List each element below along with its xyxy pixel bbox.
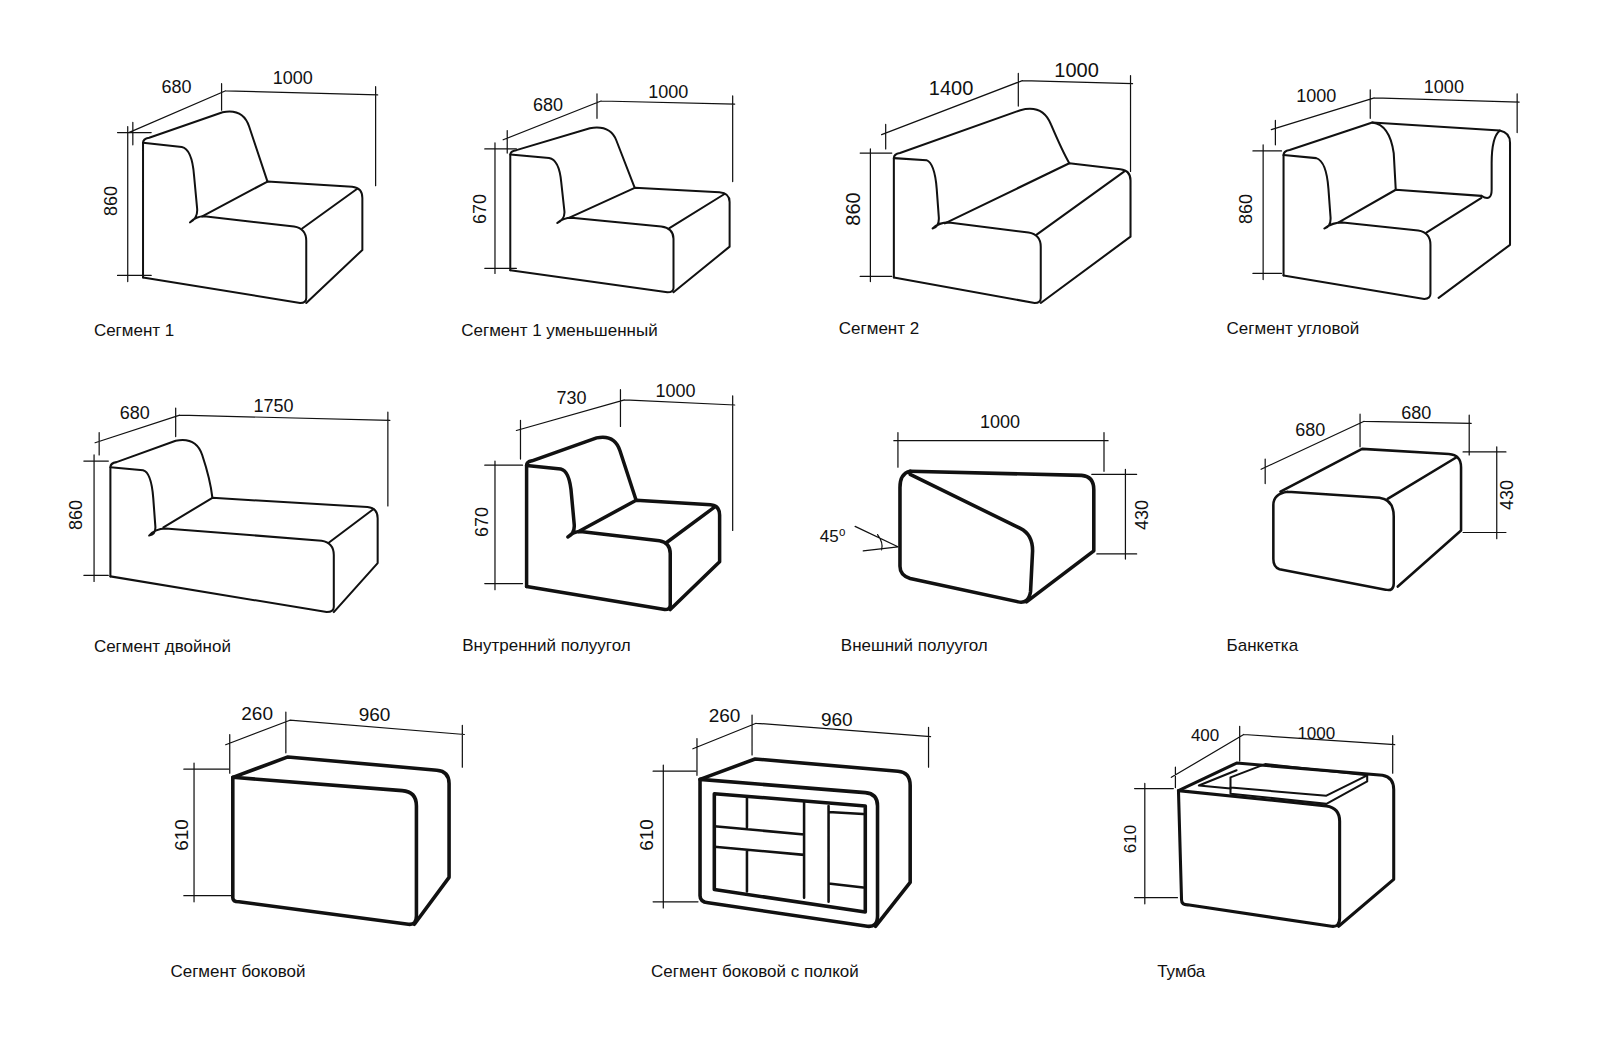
part-name: Сегмент 2 [839, 319, 919, 338]
dimension-label: 860 [102, 186, 122, 216]
dimension-label: 1000 [655, 382, 695, 402]
dimension-lines [485, 94, 735, 274]
dimension-label: 1400 [929, 77, 974, 99]
sofa-segment [1273, 449, 1461, 590]
dimension-label: 1000 [1297, 724, 1335, 743]
sofa-segment [900, 471, 1094, 602]
dimension-label: 430 [1498, 480, 1518, 510]
dimension-lines [118, 84, 378, 282]
dimension-label: 400 [1191, 726, 1219, 745]
sofa-segment [110, 440, 377, 612]
dimension-lines [1261, 414, 1506, 538]
part-name: Внешний полуугол [841, 637, 988, 656]
dimension-label: 680 [1295, 421, 1325, 441]
dimension-lines [855, 433, 1137, 559]
sofa-segment [700, 759, 910, 926]
dimension-label: 610 [636, 819, 657, 851]
part-name: Внутренний полуугол [462, 637, 630, 656]
dimension-label: 610 [1121, 825, 1140, 853]
dimension-label: 610 [171, 819, 192, 851]
part-name: Сегмент двойной [94, 638, 231, 657]
dimension-label: 45⁰ [820, 527, 846, 546]
dimension-label: 1000 [273, 69, 313, 89]
dimension-label: 860 [842, 192, 864, 225]
dimension-lines [184, 712, 465, 902]
dimension-label: 680 [533, 96, 563, 116]
dimension-lines [1253, 90, 1519, 280]
dimension-label: 1000 [1296, 87, 1336, 107]
sofa-segment [233, 757, 449, 924]
dimension-label: 680 [120, 404, 150, 424]
part-name: Сегмент боковой с полкой [651, 963, 859, 982]
sofa-segment [894, 109, 1131, 303]
dimension-label: 1000 [1424, 78, 1464, 98]
part-name: Сегмент 1 уменьшенный [461, 321, 657, 340]
dimension-label: 1000 [1054, 59, 1099, 81]
dimension-label: 680 [161, 78, 191, 98]
sofa-segment [143, 111, 362, 303]
sofa-segment [527, 437, 720, 609]
dimension-label: 430 [1133, 500, 1153, 530]
dimension-label: 960 [821, 710, 853, 731]
dimension-lines [485, 390, 735, 590]
dimension-label: 960 [359, 705, 391, 726]
part-name: Сегмент угловой [1227, 319, 1360, 338]
dimension-label: 1000 [980, 414, 1020, 434]
dimension-lines [1135, 726, 1395, 904]
sofa-segment [1284, 122, 1510, 298]
lid [1199, 764, 1367, 804]
dimension-lines [860, 73, 1132, 281]
dimension-label: 1000 [648, 83, 688, 103]
dimension-label: 670 [471, 194, 491, 224]
part-name: Банкетка [1227, 637, 1299, 656]
shelf-lines [714, 798, 863, 902]
part-name: Сегмент 1 [94, 321, 174, 340]
dimension-label: 260 [709, 706, 741, 727]
part-name: Сегмент боковой [170, 963, 305, 982]
dimension-label: 1750 [253, 397, 293, 417]
dimension-label: 680 [1401, 404, 1431, 424]
sofa-segment [510, 128, 729, 293]
sofa-segment [1178, 763, 1393, 926]
dimension-label: 670 [473, 507, 493, 537]
dimension-label: 730 [556, 389, 586, 409]
part-name: Тумба [1157, 963, 1205, 982]
dimension-lines [84, 408, 390, 581]
dimension-lines [653, 715, 930, 908]
dimension-label: 860 [67, 500, 87, 530]
dimension-label: 860 [1237, 194, 1257, 224]
dimension-label: 260 [241, 704, 273, 725]
